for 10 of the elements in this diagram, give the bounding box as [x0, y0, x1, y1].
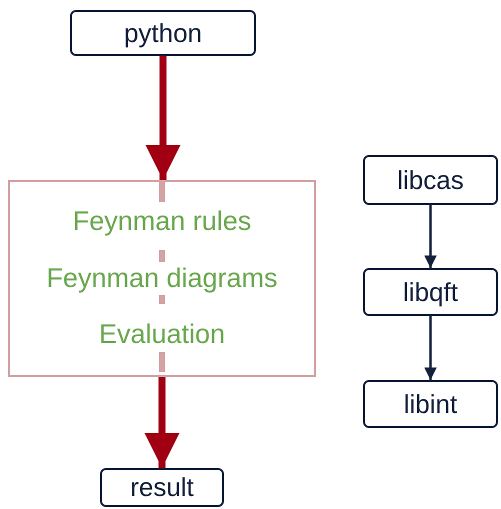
process-box: result [100, 468, 224, 507]
process-box: python [70, 10, 256, 56]
arrow [144, 377, 180, 468]
arrow [424, 205, 437, 268]
process-box: libcas [363, 155, 498, 205]
process-box: libint [363, 380, 498, 428]
process-group-box [8, 180, 316, 377]
arrow [146, 56, 180, 180]
arrow [424, 316, 437, 380]
process-box: libqft [363, 268, 498, 316]
